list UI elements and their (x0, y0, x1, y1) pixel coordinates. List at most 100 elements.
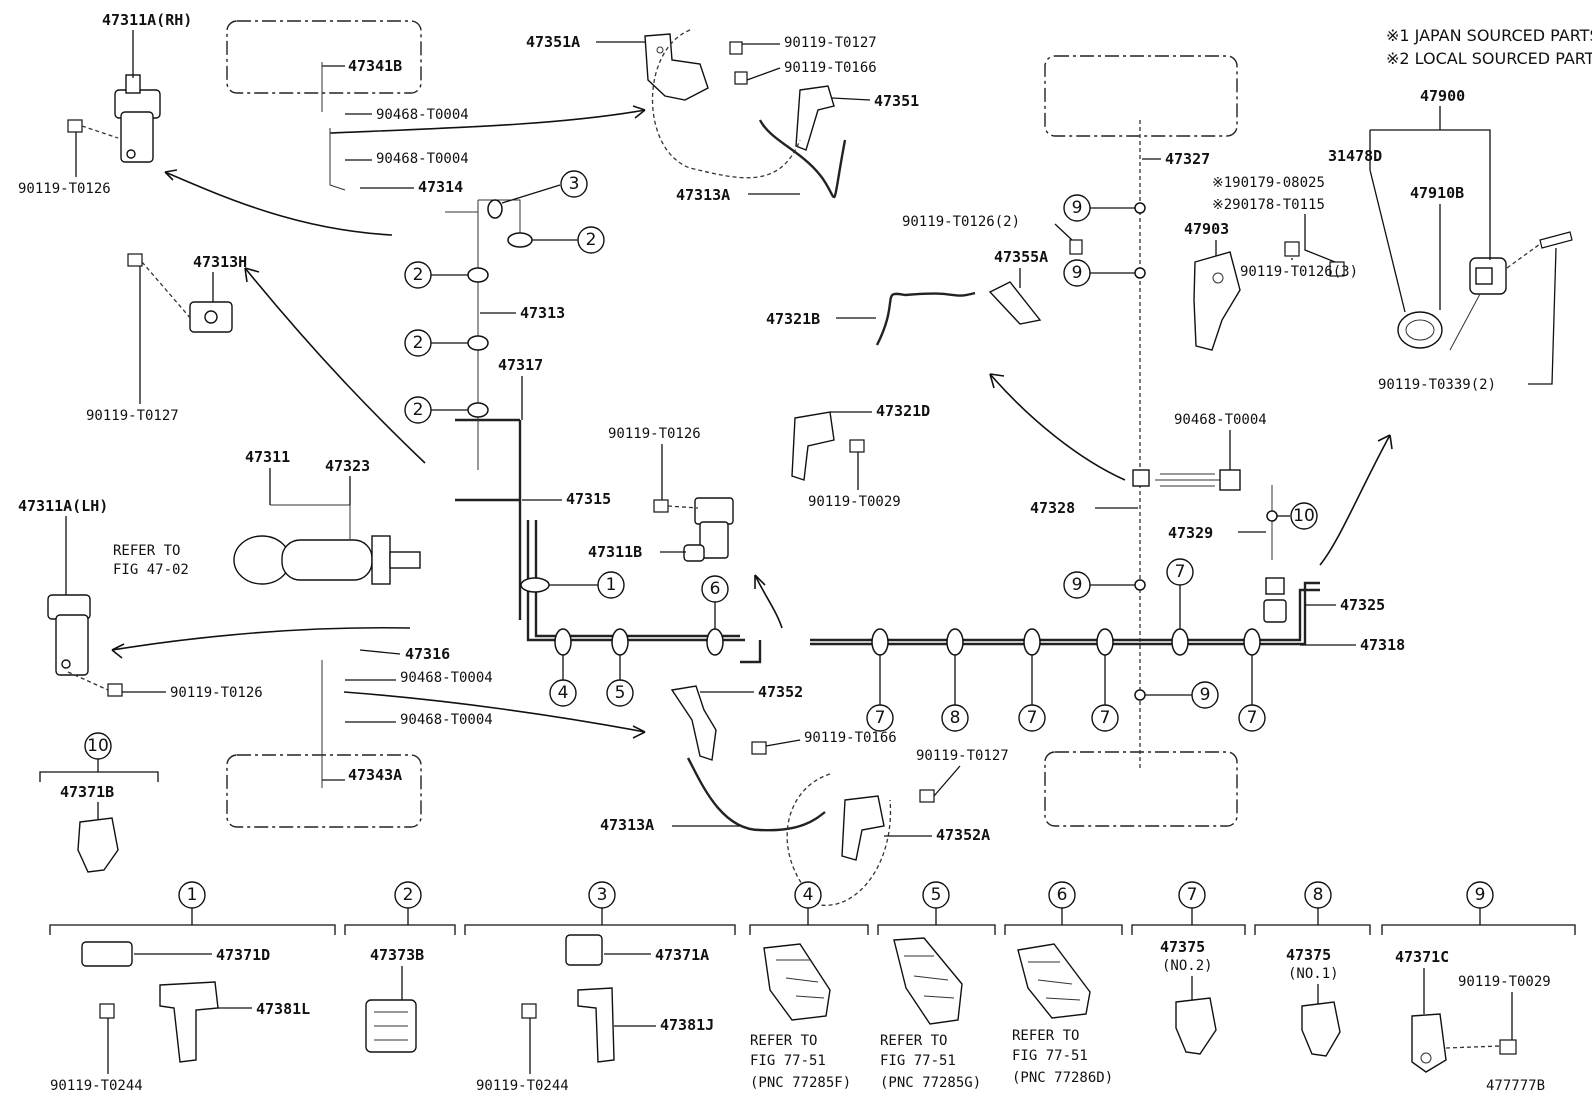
label-47317: 47317 (498, 356, 543, 374)
callout-1-text: 1 (606, 575, 617, 595)
legend-3-47381J: 47381J (660, 1016, 714, 1034)
label-47313A-a: 47313A (676, 186, 730, 204)
label-47321D: 47321D (876, 402, 930, 420)
legend-7-no2: (NO.2) (1162, 958, 1213, 974)
label-90119-T0126-a: 90119-T0126 (18, 181, 111, 197)
legend-1-90119-T0244: 90119-T0244 (50, 1078, 143, 1094)
label-47311A-rh: 47311A(RH) (102, 11, 192, 29)
callout-8 (941, 704, 969, 732)
legend-3-90119-T0244: 90119-T0244 (476, 1078, 569, 1094)
label-47323: 47323 (325, 457, 370, 475)
callout-2-a (577, 226, 605, 254)
legend-1-47371D: 47371D (216, 946, 270, 964)
callout-1 (597, 571, 625, 599)
sensor-assembly-47900-drawing (1284, 231, 1573, 351)
label-90468-T0004-d: 90468-T0004 (400, 712, 493, 728)
legend-group-5: 5 REFER TO FIG 77-51 (PNC 77285G) (877, 881, 996, 1091)
label-47311A-lh: 47311A(LH) (18, 497, 108, 515)
legend-7-number: 7 (1187, 885, 1198, 905)
legend-4-refer-line3: (PNC 77285F) (750, 1075, 851, 1091)
legend-group-9: 9 47371C 90119-T0029 (1381, 881, 1576, 1073)
legend-1-47381L: 47381L (256, 1000, 310, 1018)
bracket-47903-drawing (1193, 251, 1241, 351)
legend-1-number: 1 (187, 885, 198, 905)
legend-group-1: 1 47371D 47381L 90119-T0244 (49, 881, 336, 1094)
callout-9-d-text: 9 (1200, 685, 1211, 705)
callout-6 (701, 575, 729, 603)
label-190179-08025: ※190179-08025 (1212, 175, 1325, 191)
legend-5-refer-line2: FIG 77-51 (880, 1053, 956, 1069)
rear-tee-drawing (1132, 469, 1287, 623)
label-90119-T0166-b: 90119-T0166 (804, 730, 897, 746)
callout-9-d (1191, 681, 1219, 709)
callout-2-d (404, 396, 432, 424)
label-47910B: 47910B (1410, 184, 1464, 202)
label-47371B: 47371B (60, 783, 114, 801)
legend-group-8: 8 47375 (NO.1) (1254, 881, 1371, 1057)
bracket-47351-drawing (795, 85, 835, 151)
label-47318: 47318 (1360, 636, 1405, 654)
label-90468-T0004-c: 90468-T0004 (400, 670, 493, 686)
callout-7-c-text: 7 (1100, 708, 1111, 728)
callout-6-text: 6 (710, 579, 721, 599)
legend-2-number: 2 (403, 885, 414, 905)
callout-10-text: 10 (1293, 506, 1315, 526)
legend-6-refer-line2: FIG 77-51 (1012, 1048, 1088, 1064)
label-47900: 47900 (1420, 87, 1465, 105)
callout-9-b-text: 9 (1072, 263, 1083, 283)
callout-8-text: 8 (950, 708, 961, 728)
label-290178-T0115: ※290178-T0115 (1212, 197, 1325, 213)
note-local-sourced: ※2 LOCAL SOURCED PARTS (1386, 49, 1592, 68)
label-90119-T0126-3: 90119-T0126(3) (1240, 264, 1358, 280)
label-47903: 47903 (1184, 220, 1229, 238)
ref-box-front-left (226, 754, 422, 828)
callout-9-c (1063, 571, 1091, 599)
label-47313: 47313 (520, 304, 565, 322)
label-47328: 47328 (1030, 499, 1075, 517)
callout-2-b (404, 261, 432, 289)
callout-3-text: 3 (569, 174, 580, 194)
label-47311B: 47311B (588, 543, 642, 561)
label-47343A: 47343A (348, 766, 402, 784)
legend-group-6: 6 REFER TO FIG 77-51 (PNC 77286D) (1004, 881, 1123, 1086)
line-clips (467, 199, 1278, 701)
legend-5-refer-line1: REFER TO (880, 1033, 947, 1049)
detail-circle-bottom (786, 773, 892, 906)
callout-10 (1290, 502, 1318, 530)
label-90468-T0004-e: 90468-T0004 (1174, 412, 1267, 428)
bracket-47321D-drawing (791, 411, 865, 481)
detail-circle-top (652, 29, 801, 179)
legend-5-refer-line3: (PNC 77285G) (880, 1075, 981, 1091)
callout-4-text: 4 (558, 683, 569, 703)
label-90119-T0029-a: 90119-T0029 (808, 494, 901, 510)
label-47355A: 47355A (994, 248, 1048, 266)
three-way-joint-drawing (127, 253, 233, 333)
label-90119-T0166-a: 90119-T0166 (784, 60, 877, 76)
part-labels: 47311A(RH) 47341B 90468-T0004 90468-T000… (18, 11, 1557, 844)
bracket-47352A-drawing (841, 789, 935, 861)
label-47316: 47316 (405, 645, 450, 663)
label-47327: 47327 (1165, 150, 1210, 168)
legend-4-number: 4 (803, 885, 814, 905)
legend-group-4: 4 REFER TO FIG 77-51 (PNC 77285F) (749, 881, 869, 1091)
legend-9-47371C: 47371C (1395, 948, 1449, 966)
legend-5-number: 5 (931, 885, 942, 905)
label-47352: 47352 (758, 683, 803, 701)
callouts: 3 2 2 2 2 1 4 5 6 7 8 7 (404, 170, 1318, 732)
ref-box-rear-bottom (1044, 751, 1238, 827)
ref-box-rear-top (1044, 55, 1238, 137)
label-47325: 47325 (1340, 596, 1385, 614)
note-japan-sourced: ※1 JAPAN SOURCED PARTS (1386, 26, 1592, 45)
ref-box-front-right (226, 20, 422, 94)
callout-9-a (1063, 194, 1091, 222)
legend-7-47375: 47375 (1160, 938, 1205, 956)
wheel-cylinder-rh-drawing (67, 74, 161, 163)
brake-lines (445, 119, 1320, 832)
callout-2-c-text: 2 (413, 333, 424, 353)
label-90119-T0339-2: 90119-T0339(2) (1378, 377, 1496, 393)
label-31478D: 31478D (1328, 147, 1382, 165)
bracket-47351A-drawing (644, 33, 748, 101)
master-cylinder-drawing (233, 504, 421, 585)
callout-9-b (1063, 259, 1091, 287)
